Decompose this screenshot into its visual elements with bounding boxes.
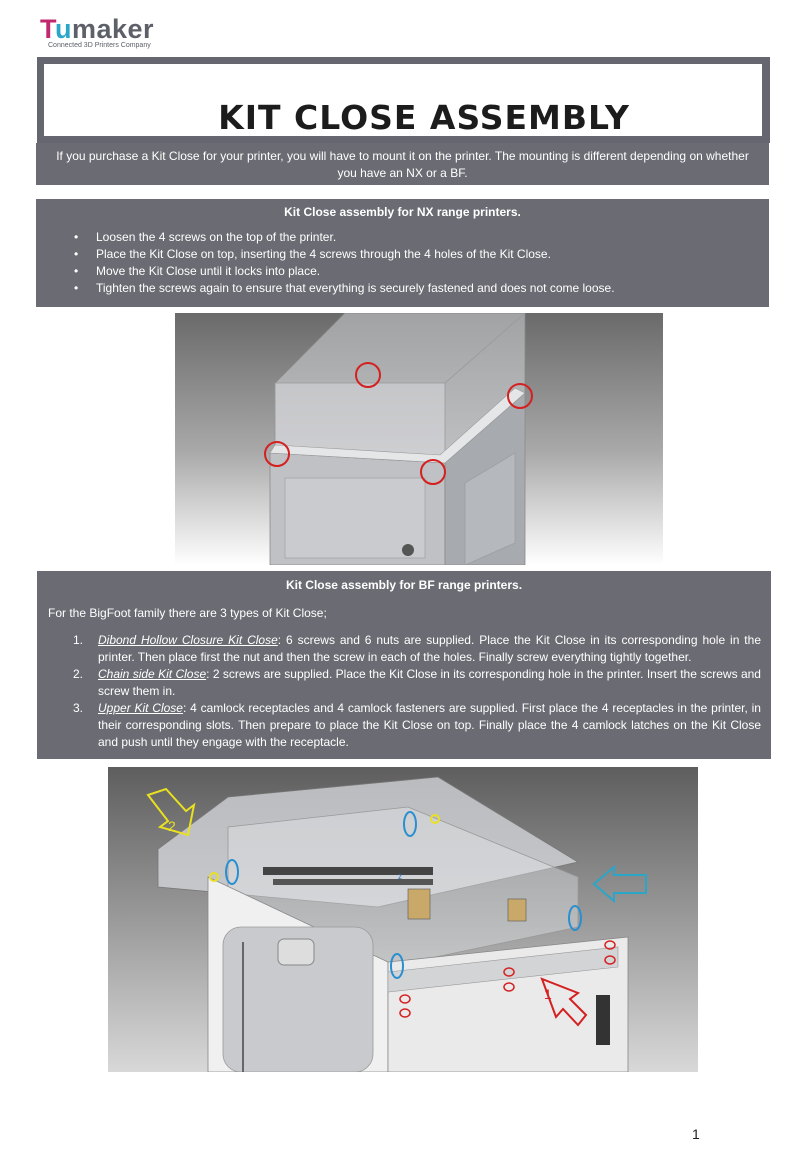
nx-steps-list: Loosen the 4 screws on the top of the pr… [36, 229, 769, 297]
nx-heading: Kit Close assembly for NX range printers… [284, 205, 521, 219]
axis-label: z [398, 872, 402, 881]
list-item: 2.Chain side Kit Close: 2 screws are sup… [73, 667, 761, 698]
list-item: 1.Dibond Hollow Closure Kit Close: 6 scr… [73, 633, 761, 664]
nx-printer-figure [175, 313, 663, 565]
bf-intro: For the BigFoot family there are 3 types… [48, 606, 327, 620]
list-item: Place the Kit Close on top, inserting th… [74, 246, 769, 263]
bf-printer-figure: z 2 1 [108, 767, 698, 1072]
page-number: 1 [692, 1126, 700, 1142]
list-item: Loosen the 4 screws on the top of the pr… [74, 229, 769, 246]
bf-heading: Kit Close assembly for BF range printers… [285, 578, 523, 592]
arrow-label-2: 2 [168, 818, 176, 834]
intro-text: If you purchase a Kit Close for your pri… [36, 143, 769, 185]
list-item: 3.Upper Kit Close: 4 camlock receptacles… [73, 701, 761, 749]
title-box [44, 64, 762, 136]
nx-section: Kit Close assembly for NX range printers… [36, 199, 769, 307]
list-item: Move the Kit Close until it locks into p… [74, 263, 769, 280]
logo-tagline: Connected 3D Printers Company [48, 42, 151, 49]
bf-types-list: 1.Dibond Hollow Closure Kit Close: 6 scr… [37, 632, 761, 751]
list-item: Tighten the screws again to ensure that … [74, 280, 769, 297]
company-logo: Tumaker Connected 3D Printers Company [40, 14, 155, 49]
bf-section: Kit Close assembly for BF range printers… [37, 571, 771, 759]
page-title: KIT CLOSE ASSEMBLY [218, 98, 630, 137]
arrow-label-1: 1 [544, 986, 552, 1002]
